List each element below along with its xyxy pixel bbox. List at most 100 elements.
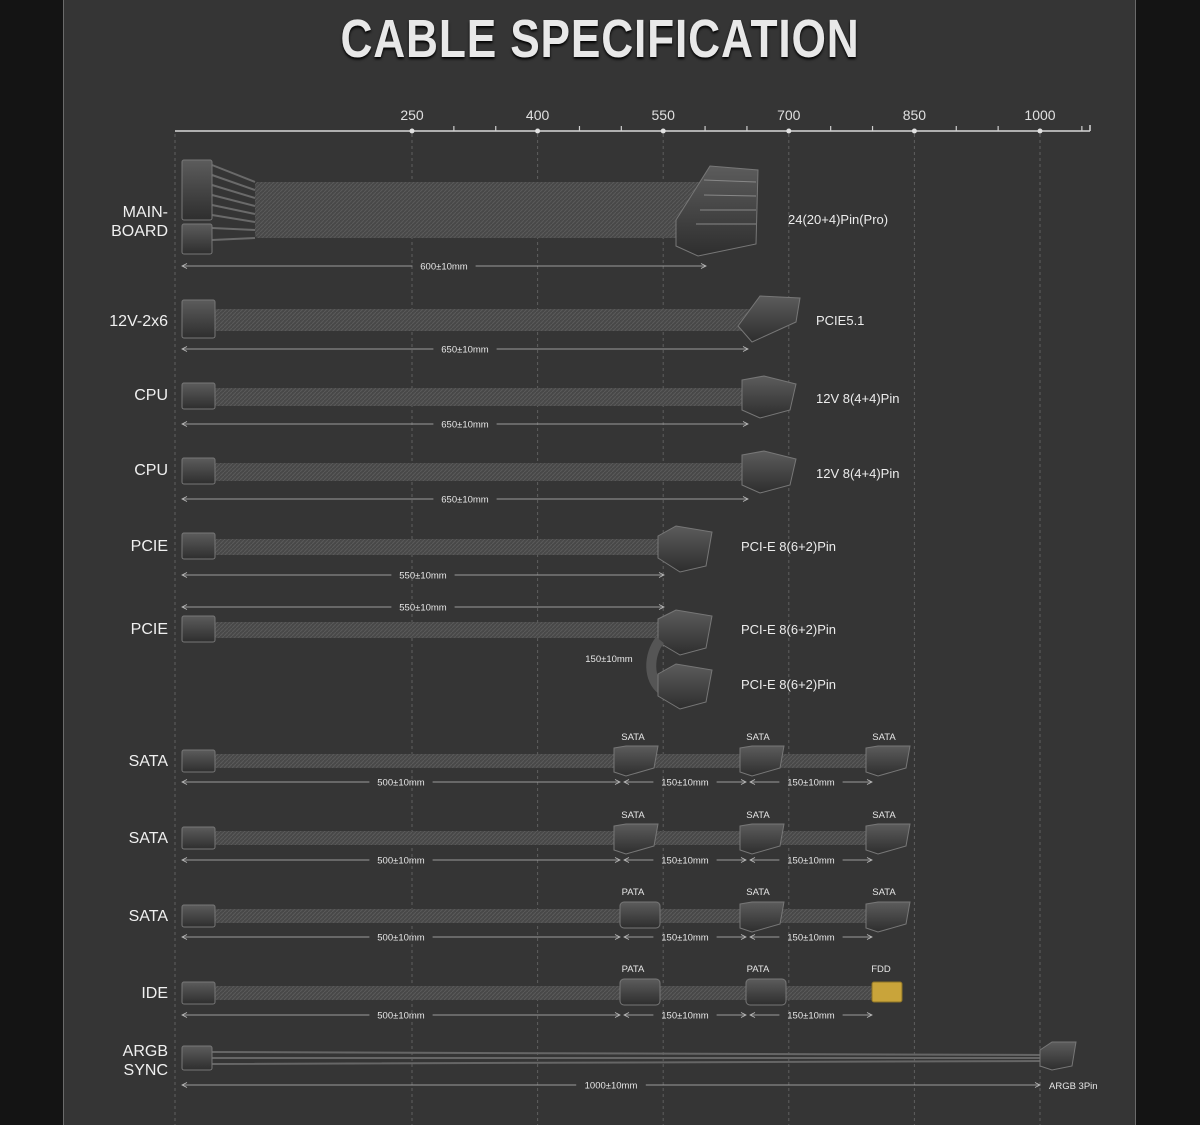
dimension-label: 650±10mm [441, 420, 489, 431]
row-label-sata1: SATA [129, 753, 169, 770]
axis-tick-dot [786, 128, 792, 134]
ide-cable [181, 978, 903, 1006]
stop-label: SATA [621, 810, 645, 821]
mainboard-fanout [211, 164, 256, 241]
dimension-arrow [742, 346, 749, 352]
pcie2-sleeve [215, 622, 660, 638]
dimension-arrow [623, 934, 630, 940]
dimension-label: 150±10mm [787, 778, 835, 789]
dimension-arrow [742, 496, 749, 502]
dimension-label: 500±10mm [377, 933, 425, 944]
axis-tick-label: 850 [903, 107, 927, 123]
stop-label: PATA [622, 964, 645, 975]
dimension-arrow [866, 934, 873, 940]
row-label-argb-1: ARGB [123, 1043, 168, 1060]
dimension-arrow [740, 779, 747, 785]
cpu2-plug [741, 450, 797, 494]
dimension-label: 500±10mm [377, 1011, 425, 1022]
dimension-arrow [181, 496, 188, 502]
dimension-arrow [181, 779, 188, 785]
axis-tick-dot [1037, 128, 1043, 134]
dimension-label: 150±10mm [661, 1011, 709, 1022]
dimension-arrow [658, 604, 665, 610]
row-label-mainboard-2: BOARD [111, 223, 168, 240]
cpu2-psu-plug [181, 457, 216, 485]
12v2x6-psu-plug [181, 299, 216, 339]
row-label-cpu1: CPU [134, 387, 168, 404]
pcie2-psu-plug [181, 615, 216, 643]
row-label-mainboard-1: MAIN- [123, 204, 168, 221]
sata3-cable [181, 901, 911, 933]
argb-cable [181, 1041, 1077, 1071]
stop-label: SATA [872, 810, 896, 821]
dimension-label: 550±10mm [399, 571, 447, 582]
dimension-label: 1000±10mm [585, 1081, 638, 1092]
mainboard-24pin-plug [675, 165, 759, 257]
dimension-arrow [700, 263, 707, 269]
dimension-arrow [181, 857, 188, 863]
pcie2-plug-b [657, 663, 713, 710]
dimension-arrow [181, 1082, 188, 1088]
connector-label-argb: ARGB 3Pin [1049, 1081, 1098, 1092]
dimension-label: 500±10mm [377, 856, 425, 867]
dimension-arrow [614, 857, 621, 863]
row-label-pcie1: PCIE [131, 538, 168, 555]
sata2-cable [181, 823, 911, 855]
12v2x6-gpu-plug [737, 295, 801, 343]
stop-label: SATA [746, 810, 770, 821]
stop-label: SATA [746, 732, 770, 743]
dimension-arrow [181, 1012, 188, 1018]
page-title: CABLE SPECIFICATION [340, 9, 860, 69]
row-label-ide: IDE [141, 985, 168, 1002]
connector-label-pcie2-b: PCI-E 8(6+2)Pin [741, 677, 836, 692]
dimension-label: 150±10mm [661, 933, 709, 944]
12v2x6-sleeve [215, 309, 755, 331]
axis-tick-dot [660, 128, 666, 134]
dimension-arrow [1034, 1082, 1041, 1088]
fdd-connector [871, 981, 903, 1003]
axis-tick-dot [535, 128, 541, 134]
axis-tick-label: 400 [526, 107, 550, 123]
dimension-label: 150±10mm [585, 654, 633, 665]
axis-tick-label: 550 [652, 107, 676, 123]
cables [181, 159, 1077, 1071]
mainboard-psu-plug-a [181, 159, 213, 221]
row-label-12v2x6: 12V-2x6 [109, 313, 168, 330]
dimension-arrow [740, 1012, 747, 1018]
connector-label-cpu2: 12V 8(4+4)Pin [816, 466, 899, 481]
dimension-label: 500±10mm [377, 778, 425, 789]
dimension-arrow [614, 779, 621, 785]
axis-tick-dot [911, 128, 917, 134]
dimension-arrow [866, 1012, 873, 1018]
stop-label: FDD [871, 964, 891, 975]
cpu1-cable [181, 375, 797, 419]
dimension-arrow [749, 1012, 756, 1018]
12v2x6-cable [181, 295, 801, 343]
dimension-arrow [614, 1012, 621, 1018]
labels: MAIN- BOARD 24(20+4)Pin(Pro) 12V-2x6 PCI… [109, 204, 1097, 1092]
stop-label: SATA [872, 887, 896, 898]
dimension-label: 650±10mm [441, 495, 489, 506]
dimension-arrow [181, 346, 188, 352]
connector-label-pcie1: PCI-E 8(6+2)Pin [741, 539, 836, 554]
axis-tick-label: 250 [400, 107, 424, 123]
dimension-label: 150±10mm [787, 933, 835, 944]
mainboard-psu-plug-b [181, 223, 213, 255]
dimension-arrow [181, 572, 188, 578]
stop-label: PATA [622, 887, 645, 898]
row-label-sata2: SATA [129, 830, 169, 847]
dimension-label: 150±10mm [787, 856, 835, 867]
dimension-arrow [623, 857, 630, 863]
axis-minor-ticks [453, 126, 1083, 131]
cpu1-sleeve [215, 388, 745, 406]
pcie1-plug [657, 525, 713, 573]
stop-label: SATA [746, 887, 770, 898]
row-label-sata3: SATA [129, 908, 169, 925]
row-label-pcie2: PCIE [131, 621, 168, 638]
axis-tick-label: 1000 [1024, 107, 1055, 123]
dimension-lines: 600±10mm650±10mm650±10mm650±10mm550±10mm… [181, 262, 1041, 1092]
dimension-arrow [740, 934, 747, 940]
cpu1-plug [741, 375, 797, 419]
